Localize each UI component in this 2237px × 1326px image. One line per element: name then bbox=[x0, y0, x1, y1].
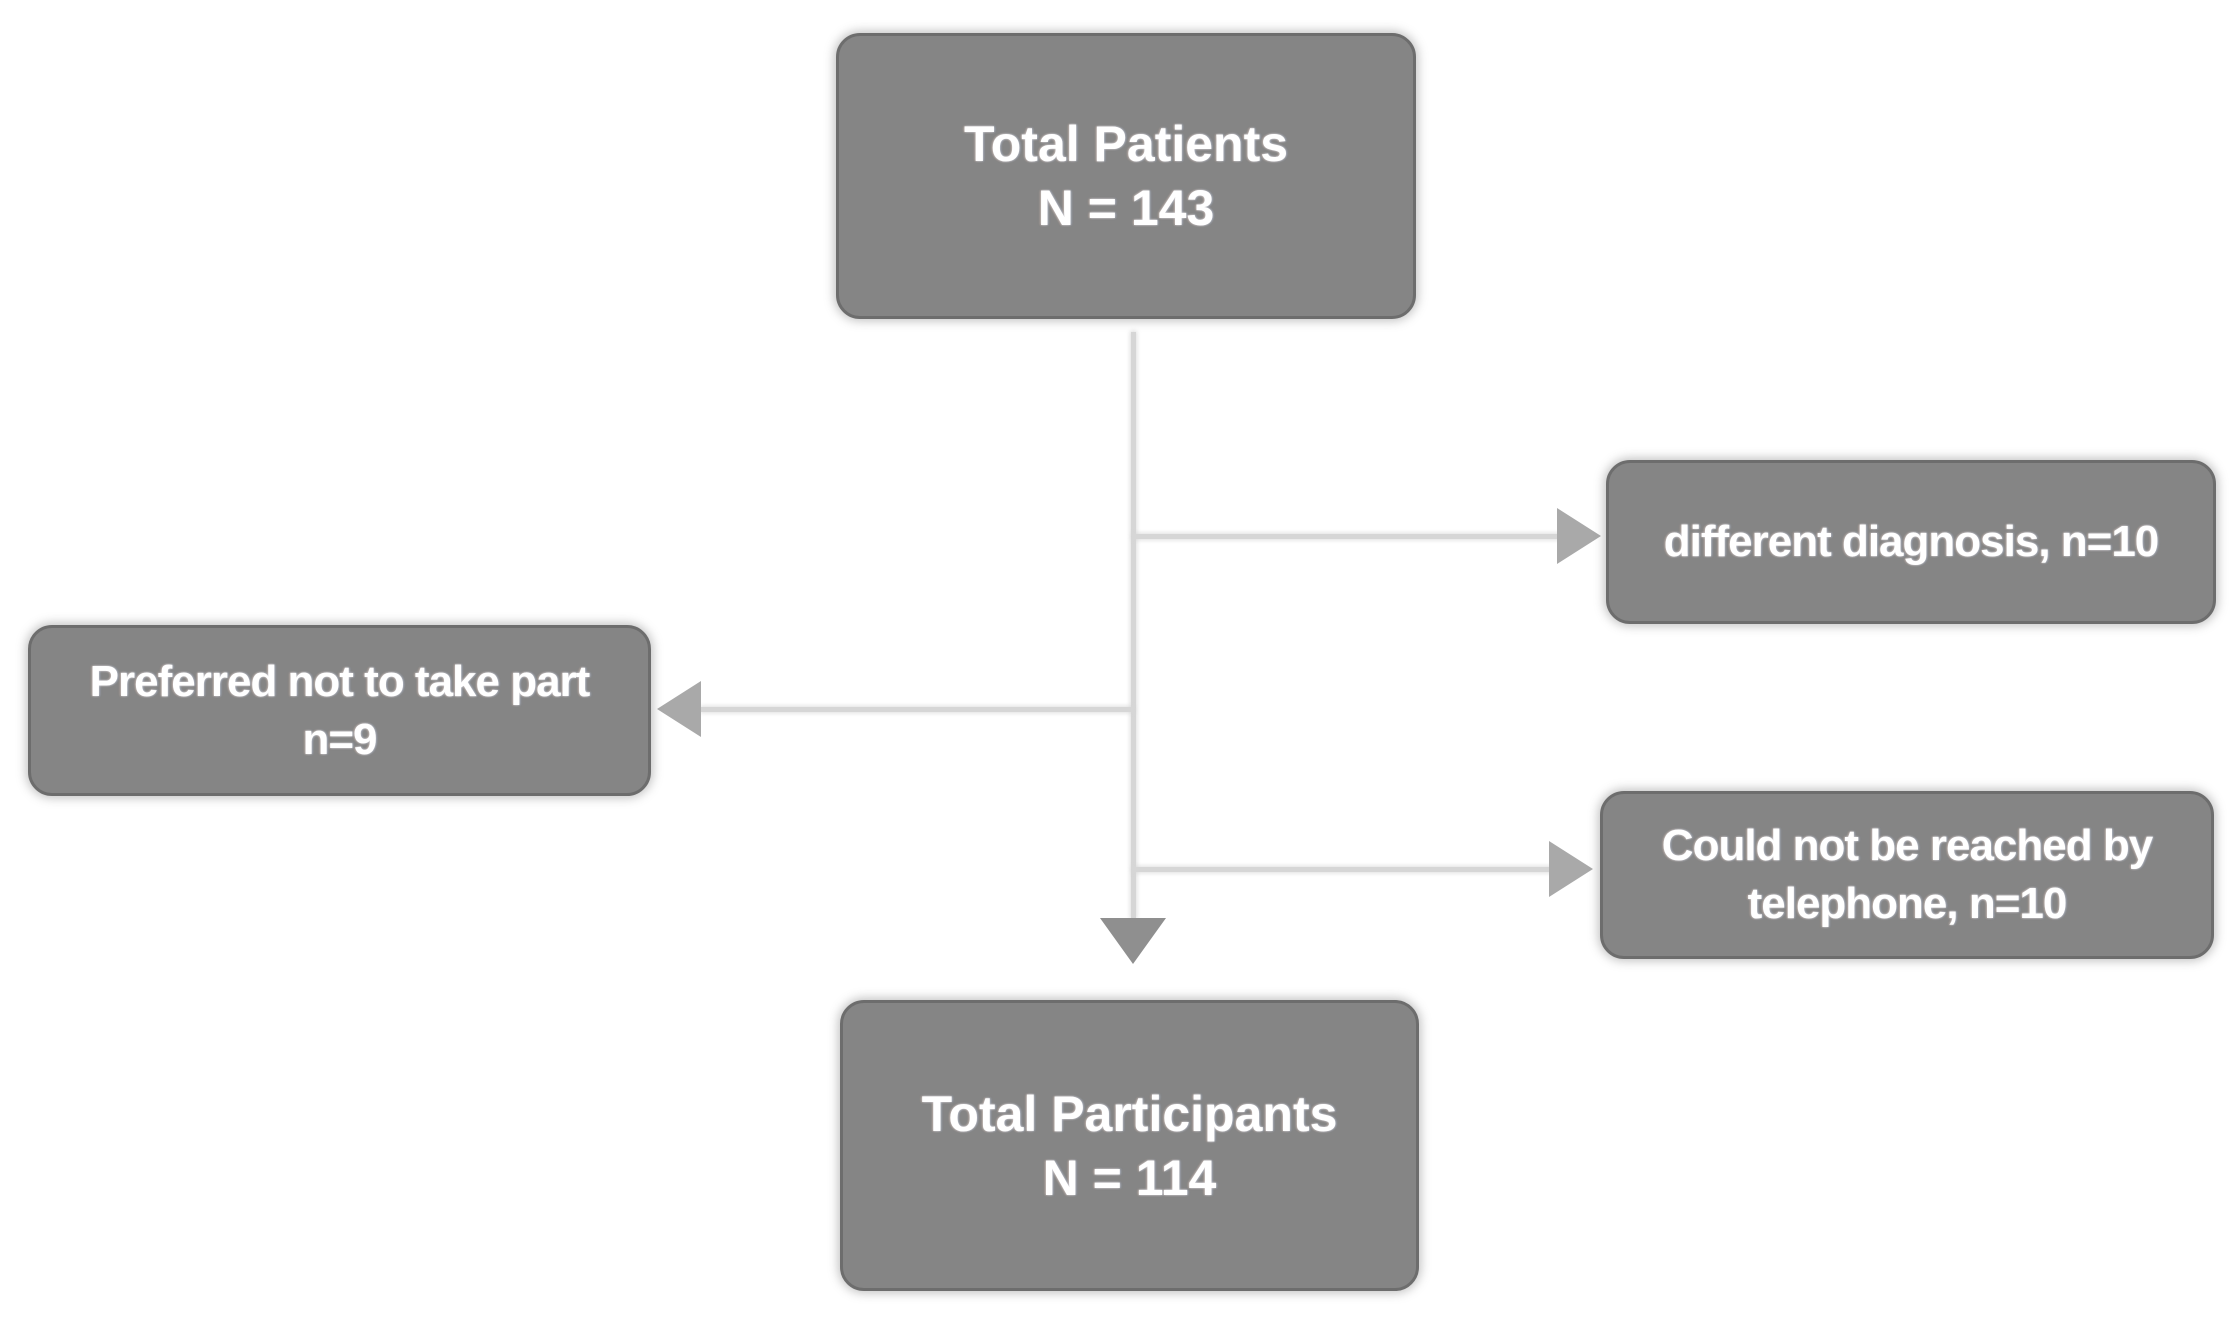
arrowhead-right-icon bbox=[1557, 508, 1601, 564]
connector-vertical-line bbox=[1131, 332, 1136, 918]
node-different-diagnosis: different diagnosis, n=10 bbox=[1606, 460, 2216, 624]
node-could-not-be-reached-label: Could not be reached by bbox=[1661, 821, 2153, 870]
connector-branch-preferred-not bbox=[701, 707, 1133, 712]
node-total-participants-label: Total Participants bbox=[921, 1085, 1338, 1142]
node-total-patients-count: N = 143 bbox=[1037, 180, 1215, 236]
node-different-diagnosis-label: different diagnosis, n=10 bbox=[1663, 517, 2160, 566]
node-preferred-not-label: Preferred not to take part bbox=[89, 656, 591, 706]
node-could-not-be-reached: Could not be reached by telephone, n=10 bbox=[1600, 791, 2214, 959]
node-total-patients: Total Patients N = 143 bbox=[836, 33, 1416, 319]
node-total-participants: Total Participants N = 114 bbox=[840, 1000, 1419, 1291]
node-preferred-not-count: n=9 bbox=[302, 714, 377, 764]
arrowhead-right-icon bbox=[1549, 841, 1593, 897]
node-total-patients-label: Total Patients bbox=[963, 116, 1289, 172]
arrowhead-down-icon bbox=[1100, 918, 1166, 964]
node-could-not-be-reached-count: telephone, n=10 bbox=[1747, 879, 2068, 928]
connector-branch-not-reached bbox=[1133, 867, 1553, 872]
node-preferred-not-to-take-part: Preferred not to take part n=9 bbox=[28, 625, 651, 796]
arrowhead-left-icon bbox=[657, 681, 701, 737]
node-total-participants-count: N = 114 bbox=[1042, 1149, 1217, 1206]
connector-branch-different-diagnosis bbox=[1133, 534, 1561, 539]
